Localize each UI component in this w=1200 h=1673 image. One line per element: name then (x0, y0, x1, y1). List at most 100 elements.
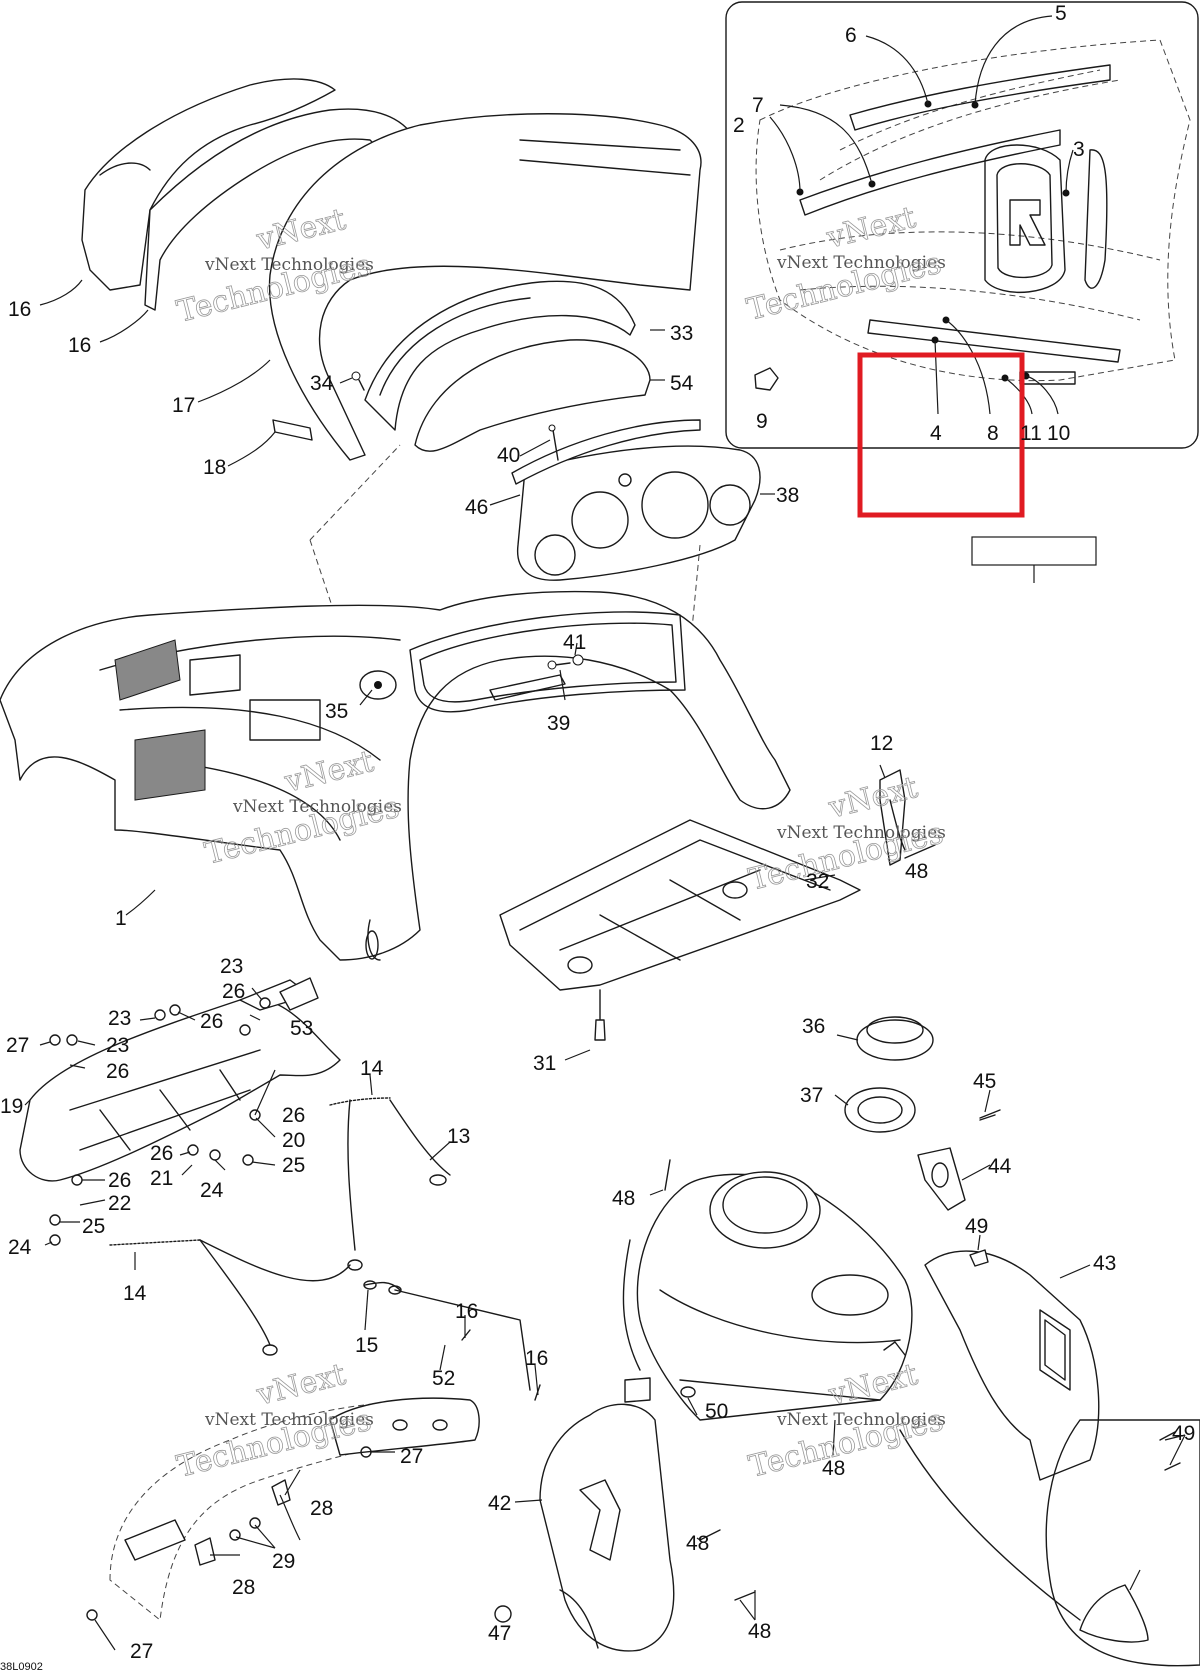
callout-29: 29 (272, 1550, 295, 1573)
lens-52 (414, 339, 651, 452)
callout-27: 27 (6, 1034, 29, 1057)
watermark-text: vNext Technologies (232, 797, 402, 817)
springs-cables (109, 1097, 541, 1401)
callout-8: 8 (987, 422, 999, 445)
callout-24: 24 (8, 1236, 32, 1259)
highlight-box (857, 352, 1025, 518)
callout-22: 21 (150, 1167, 173, 1190)
panel-19 (268, 113, 702, 461)
callout-25: 25 (82, 1215, 105, 1238)
callout-12: 12 (870, 732, 893, 755)
callout-14: 14 (123, 1282, 147, 1305)
callout-26: 26 (150, 1142, 173, 1165)
tray-31 (499, 819, 861, 1041)
callout-39: 40 (497, 444, 520, 467)
callout-49: 49 (965, 1215, 988, 1238)
callout-46: 47 (488, 1622, 511, 1645)
callout-33: 34 (310, 372, 334, 395)
callout-51: 53 (290, 1017, 313, 1040)
ring-36 (844, 1087, 916, 1133)
gauge-cluster (511, 419, 761, 581)
callout-48: 48 (612, 1187, 635, 1210)
gauge-cover-32 (364, 280, 636, 431)
panel-17 (81, 78, 336, 291)
handle-bracket (329, 1397, 480, 1456)
inset-panel (725, 1, 1199, 449)
callout-15: 15 (355, 1334, 378, 1357)
callout-26: 26 (108, 1169, 131, 1192)
rear-handle-bracket (86, 1397, 480, 1621)
callout-26: 26 (106, 1060, 129, 1083)
callout-9: 9 (756, 410, 768, 433)
callout-22: 22 (108, 1192, 131, 1215)
callout-4: 4 (930, 422, 942, 445)
callout-52: 54 (670, 372, 694, 395)
callout-18: 16 (68, 334, 91, 357)
vent-mesh-upper (114, 639, 181, 701)
callout-35: 36 (802, 1015, 825, 1038)
callout-49: 50 (705, 1400, 728, 1423)
callout-17: 16 (8, 298, 31, 321)
callout-48: 48 (748, 1620, 771, 1643)
bracket-12 (879, 769, 906, 866)
callout-26: 26 (200, 1010, 223, 1033)
callout-25: 25 (282, 1154, 305, 1177)
callout-10: 10 (1047, 422, 1070, 445)
callout-28: 28 (310, 1497, 333, 1520)
front-panels (81, 78, 702, 461)
callout-13: 13 (447, 1125, 470, 1148)
callout-48: 49 (1172, 1422, 1195, 1445)
decal-4 (867, 319, 1121, 363)
watermark-outline-top: vNext (252, 1357, 349, 1413)
callout-48: 48 (905, 860, 928, 883)
callout-3: 3 (1073, 138, 1085, 161)
rear-storage-assembly (494, 1016, 1200, 1667)
callout-16: 16 (455, 1300, 478, 1323)
callout-14: 14 (360, 1057, 384, 1080)
callout-21: 19 (0, 1095, 23, 1118)
cap-53 (1079, 1584, 1149, 1643)
callout-31: 32 (806, 870, 829, 893)
grab-handle-20 (272, 419, 313, 441)
callout-41: 42 (488, 1492, 511, 1515)
callout-43: 44 (988, 1155, 1012, 1178)
callout-40: 41 (563, 631, 586, 654)
liner-42 (924, 1250, 1100, 1481)
callout-26: 26 (282, 1104, 305, 1127)
vent-mesh-lower (134, 729, 206, 801)
callout-36: 37 (800, 1084, 823, 1107)
hinge-51 (279, 977, 319, 1011)
watermark-text: vNext Technologies (776, 823, 946, 843)
callout-1: 1 (115, 907, 127, 930)
callout-28: 28 (232, 1576, 255, 1599)
callout-23: 23 (220, 955, 243, 978)
callout-16: 16 (525, 1347, 548, 1370)
watermark-outline-top: vNext (824, 770, 921, 826)
tray-body (499, 819, 861, 991)
callout-23: 23 (106, 1034, 129, 1057)
callout-26: 26 (222, 980, 245, 1003)
hardware-bolts (49, 997, 271, 1246)
callout-32: 33 (670, 322, 693, 345)
label-plate-54 (971, 536, 1097, 566)
screw-30 (594, 1019, 606, 1041)
callout-50: 52 (432, 1367, 455, 1390)
decal-6 (849, 64, 1111, 131)
watermarks: vNext Technologies vNext Technologies vN… (173, 200, 947, 1486)
brand-logo-k (1009, 199, 1046, 246)
gasket-43 (917, 1147, 966, 1211)
callout-24: 24 (200, 1179, 224, 1202)
callout-37: 38 (776, 484, 799, 507)
seal-45 (511, 419, 701, 485)
plug-46 (494, 1605, 512, 1623)
callout-20: 18 (203, 456, 226, 479)
callout-38: 39 (547, 712, 570, 735)
gauge-cover-assembly (351, 280, 651, 452)
watermark-text: vNext Technologies (776, 253, 946, 273)
clip-9 (754, 367, 779, 391)
callout-5: 5 (1055, 2, 1067, 25)
callout-11: 11 (1020, 422, 1042, 445)
callout-6: 6 (845, 24, 857, 47)
